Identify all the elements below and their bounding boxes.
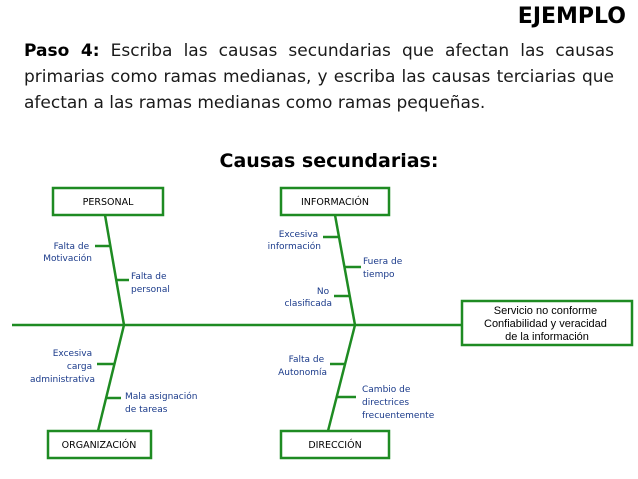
cause-excesiva-carga: Excesiva carga administrativa bbox=[30, 349, 95, 385]
branch-informacion bbox=[333, 214, 357, 326]
diagram-lines bbox=[12, 186, 634, 460]
branch-personal bbox=[103, 214, 126, 326]
category-box-organizacion bbox=[46, 429, 153, 460]
cause-cambio-directrices: Cambio de directrices frecuentemente bbox=[362, 385, 435, 421]
category-box-personal bbox=[51, 186, 165, 217]
diagram-subtitle: Causas secundarias: bbox=[219, 150, 439, 172]
category-label-personal: PERSONAL bbox=[83, 197, 134, 208]
cause-falta-autonomia: Falta de Autonomía bbox=[278, 355, 327, 378]
step-description: Escriba las causas secundarias que afect… bbox=[24, 41, 614, 113]
category-box-direccion bbox=[279, 429, 391, 460]
category-label-direccion: DIRECCIÓN bbox=[308, 439, 361, 451]
cause-fuera-tiempo: Fuera de tiempo bbox=[363, 257, 405, 280]
cause-falta-motivacion: Falta de Motivación bbox=[43, 242, 92, 264]
effect-box bbox=[460, 299, 634, 347]
step-label: Paso 4: bbox=[24, 41, 100, 61]
instruction-text: Paso 4: Escriba las causas secundarias q… bbox=[24, 38, 614, 116]
category-label-organizacion: ORGANIZACIÓN bbox=[62, 439, 137, 451]
cause-falta-personal: Falta de personal bbox=[131, 272, 170, 295]
branch-direccion bbox=[326, 324, 357, 432]
category-label-informacion: INFORMACIÓN bbox=[301, 196, 369, 208]
example-label: EJEMPLO bbox=[517, 4, 626, 29]
branch-organizacion bbox=[96, 324, 126, 432]
cause-mala-asignacion: Mala asignación de tareas bbox=[125, 391, 200, 415]
category-box-informacion bbox=[279, 186, 391, 217]
cause-no-clasificada: No clasificada bbox=[284, 287, 332, 309]
effect-label: Servicio no conforme Confiabilidad y ver… bbox=[484, 305, 610, 343]
cause-excesiva-informacion: Excesiva información bbox=[268, 230, 321, 252]
